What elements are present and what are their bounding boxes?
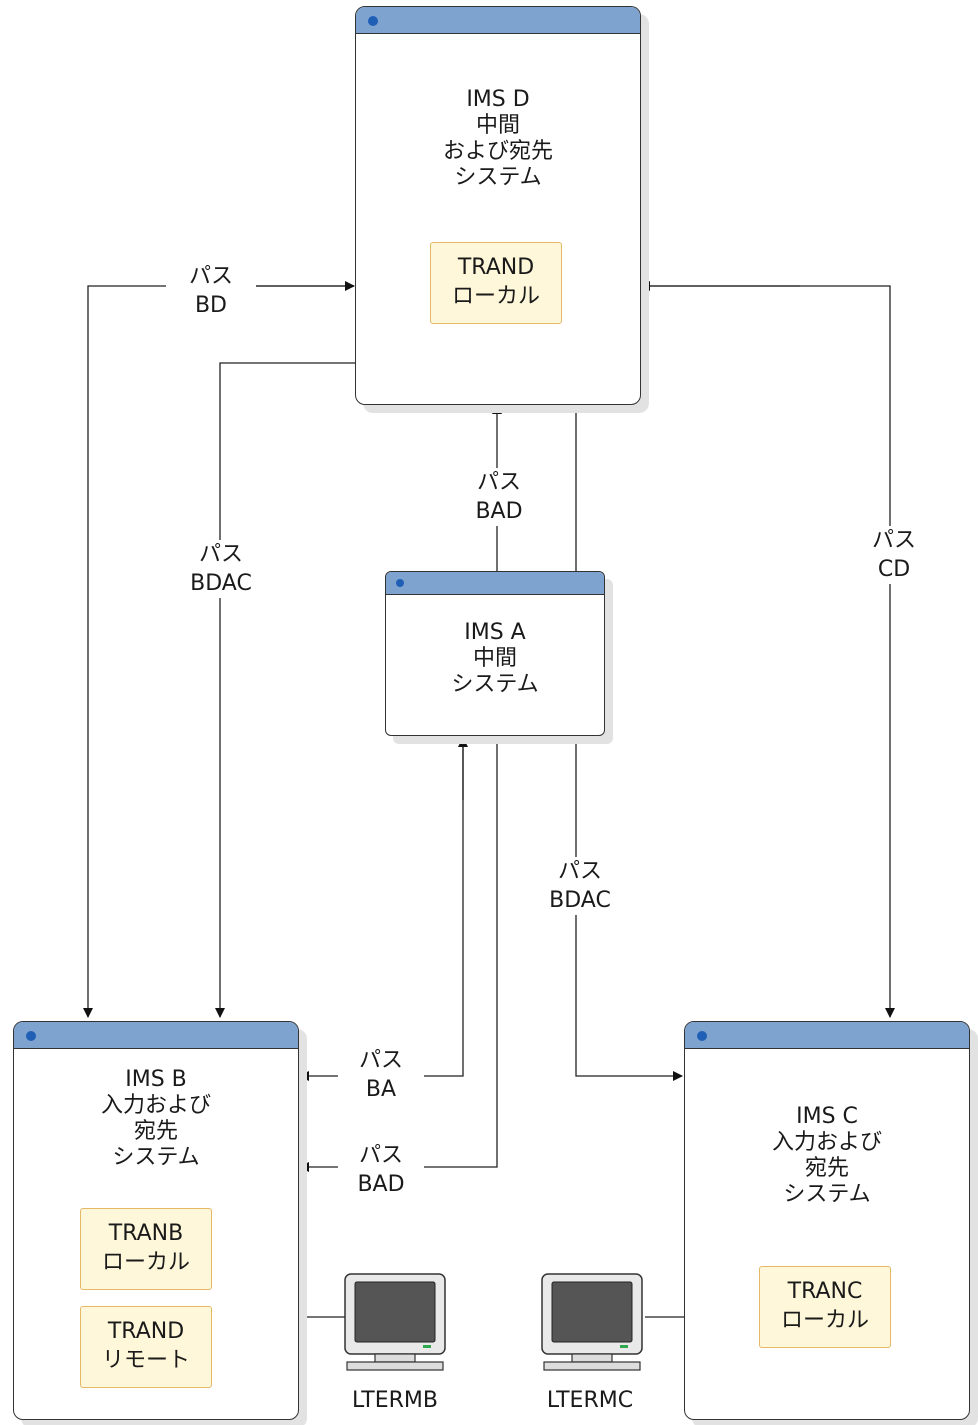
ims-c-label: IMS C 入力および 宛先 システム [771, 1104, 882, 1207]
ims-d-titlebar [356, 7, 640, 34]
ims-b-tranb-local[interactable]: TRANB ローカル [80, 1208, 212, 1290]
ims-d-trand-local[interactable]: TRAND ローカル [430, 242, 562, 324]
path-bdac-right-line [575, 736, 683, 1081]
ims-a-window[interactable]: IMS A 中間 システム [385, 571, 605, 736]
window-dot-icon [396, 579, 404, 587]
ims-a-label: IMS A 中間 システム [451, 620, 539, 697]
ims-d-label: IMS D 中間 および宛先 システム [442, 87, 553, 190]
ims-b-titlebar [14, 1022, 298, 1049]
ims-b-trand-remote[interactable]: TRAND リモート [80, 1306, 212, 1388]
ims-d-window[interactable]: IMS D 中間 および宛先 システム TRAND ローカル [355, 6, 641, 405]
lterm-b-terminal-icon[interactable] [343, 1272, 447, 1372]
ims-c-titlebar [685, 1022, 969, 1049]
window-dot-icon [26, 1031, 36, 1041]
lterm-b-label: LTERMB [352, 1388, 438, 1413]
ims-c-window[interactable]: IMS C 入力および 宛先 システム TRANC ローカル [684, 1021, 970, 1420]
lterm-c-terminal-icon[interactable] [540, 1272, 644, 1372]
ims-b-label: IMS B 入力および 宛先 システム [100, 1067, 211, 1170]
path-bdac-left-line [215, 362, 356, 1018]
lterm-c-label: LTERMC [546, 1388, 634, 1413]
ims-c-tranc-local[interactable]: TRANC ローカル [759, 1266, 891, 1348]
ims-b-window[interactable]: IMS B 入力および 宛先 システム TRANB ローカル TRAND リモー… [13, 1021, 299, 1420]
path-ba-line [299, 740, 464, 1081]
window-dot-icon [368, 16, 378, 26]
window-dot-icon [697, 1031, 707, 1041]
ims-a-titlebar [386, 572, 604, 595]
path-bd-line [83, 285, 354, 1018]
path-cd-line [641, 285, 895, 1018]
